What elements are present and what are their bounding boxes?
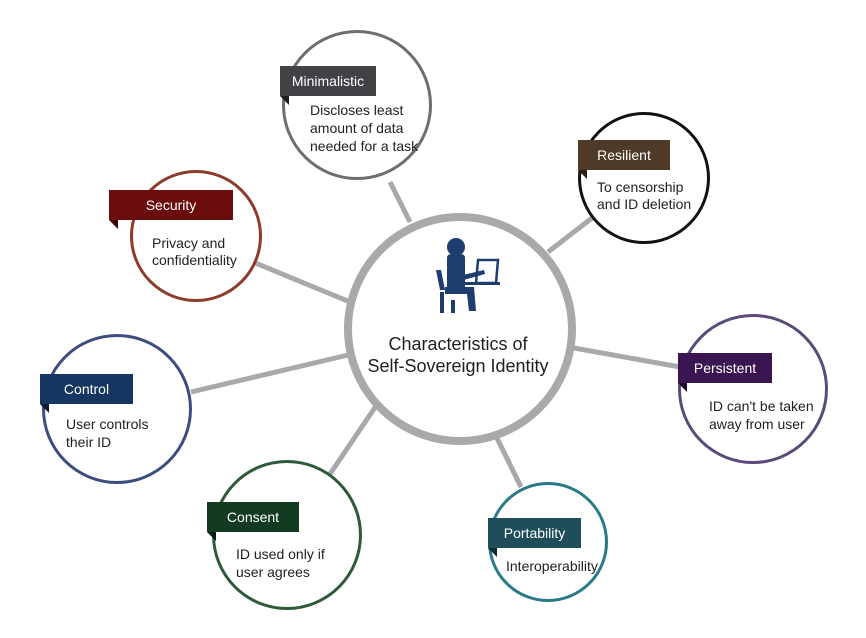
- node-security-label: Security: [109, 190, 233, 220]
- connector-portability: [491, 430, 524, 489]
- node-portability-tag-fold: [488, 548, 497, 557]
- node-persistent-desc1: ID can't be taken: [709, 398, 814, 414]
- node-minimalistic-desc2: amount of data: [310, 120, 404, 136]
- center-title: Characteristics of Self-Sovereign Identi…: [343, 333, 573, 377]
- center-title-line2: Self-Sovereign Identity: [367, 356, 549, 376]
- node-control-desc2: their ID: [66, 434, 112, 450]
- node-minimalistic-desc3: needed for a task: [310, 138, 419, 154]
- node-portability-label: Portability: [488, 518, 581, 548]
- node-security-desc1: Privacy and: [152, 235, 226, 251]
- node-minimalistic-tag-fold: [280, 96, 289, 105]
- connector-consent: [327, 401, 381, 476]
- connector-resilient: [546, 216, 594, 254]
- node-consent-desc1: ID used only if: [236, 546, 325, 562]
- connector-persistent: [573, 345, 681, 370]
- node-control-tag-fold: [40, 404, 49, 413]
- node-persistent-label: Persistent: [678, 353, 772, 383]
- node-persistent-tag-fold: [678, 383, 687, 392]
- node-control-desc1: User controls: [66, 416, 149, 432]
- node-security-desc2: confidentiality: [152, 252, 237, 268]
- node-control-label: Control: [40, 374, 133, 404]
- node-consent-tag-fold: [207, 532, 216, 541]
- node-control-circle: [42, 334, 192, 484]
- node-minimalistic-label: Minimalistic: [280, 66, 376, 96]
- connector-minimalistic: [387, 180, 413, 224]
- connector-control: [190, 352, 349, 395]
- node-persistent-circle: [678, 314, 828, 464]
- node-consent-desc2: user agrees: [236, 564, 310, 580]
- node-minimalistic-desc1: Discloses least: [310, 102, 404, 118]
- node-persistent-desc2: away from user: [709, 416, 805, 432]
- node-resilient-label: Resilient: [578, 140, 670, 170]
- node-consent-circle: [212, 460, 362, 610]
- connector-security: [252, 259, 351, 305]
- node-security-tag-fold: [109, 220, 118, 229]
- node-minimalistic-circle: [282, 30, 432, 180]
- node-portability-desc1: Interoperability: [506, 558, 598, 574]
- center-title-line1: Characteristics of: [388, 334, 528, 354]
- node-resilient-desc1: To censorship: [597, 179, 684, 195]
- node-consent-label: Consent: [207, 502, 299, 532]
- node-resilient-tag-fold: [578, 170, 587, 179]
- node-resilient-desc2: and ID deletion: [597, 196, 692, 212]
